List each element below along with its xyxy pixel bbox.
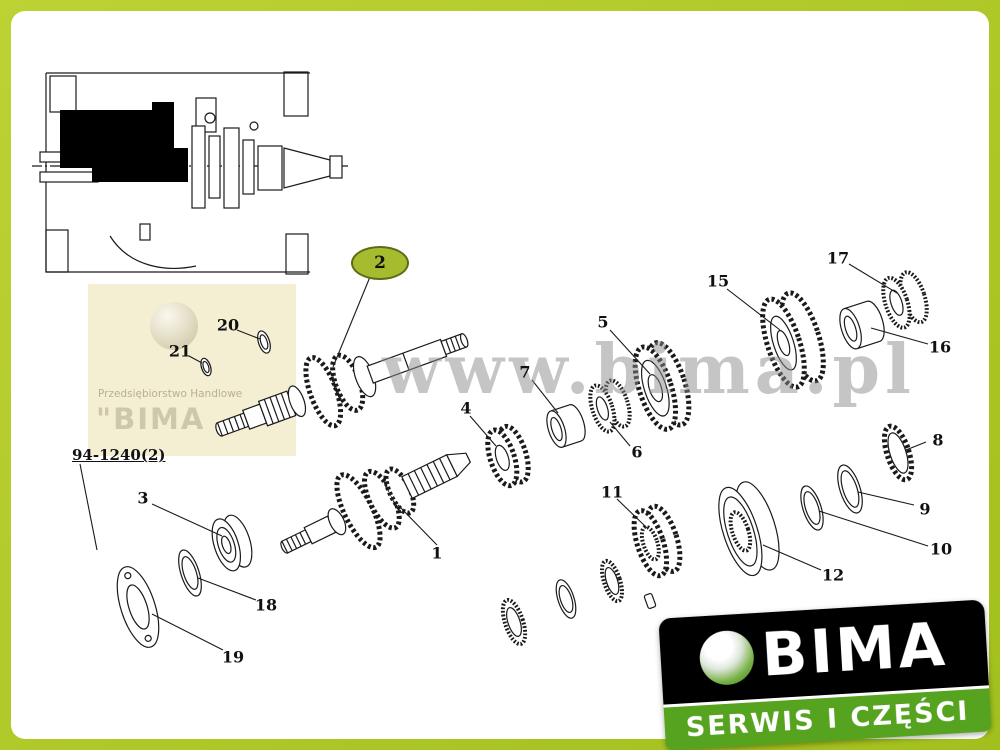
- part-label-8: 8: [932, 430, 944, 450]
- exploded-parts: [116, 270, 929, 648]
- cross-section-drawing: [32, 71, 350, 275]
- ring-lower-a: [599, 558, 625, 604]
- ring-lower-b: [555, 579, 577, 619]
- main-shaft-part1: [280, 452, 472, 554]
- ring-part10: [800, 485, 824, 531]
- exploded-parts-diagram: [32, 71, 929, 651]
- plate-part19: [116, 566, 160, 648]
- leader-lines: [79, 263, 929, 651]
- page-background: Przedsiębiorstwo Handlowe "BIMA: [11, 11, 989, 739]
- part-label-12: 12: [821, 565, 845, 585]
- part-label-4: 4: [460, 398, 472, 418]
- ring-part9: [837, 464, 863, 514]
- part-label-9: 9: [919, 499, 931, 519]
- figure-reference-label: 94-1240(2): [72, 446, 166, 464]
- part-label-16: 16: [928, 337, 952, 357]
- bima-logo: BIMA SERWIS I CZĘŚCI: [658, 599, 992, 750]
- part-label-10: 10: [929, 539, 953, 559]
- ring-part20: [257, 330, 271, 354]
- bima-logo-ball-icon: [698, 629, 756, 687]
- company-watermark-box: Przedsiębiorstwo Handlowe "BIMA: [88, 284, 296, 456]
- part-label-11: 11: [600, 482, 624, 502]
- part-label-7: 7: [519, 362, 531, 382]
- part-label-21: 21: [168, 341, 192, 361]
- hub-part17: [881, 270, 929, 330]
- ring-part21: [200, 357, 212, 377]
- part-label-17: 17: [826, 248, 850, 268]
- part-label-2: 2: [351, 246, 409, 280]
- bushing-part16: [839, 300, 885, 350]
- ring-part8: [881, 423, 915, 483]
- part-label-20: 20: [216, 315, 240, 335]
- company-watermark-line: Przedsiębiorstwo Handlowe: [98, 388, 243, 400]
- bearing-part3: [211, 514, 253, 572]
- ring-lower-c: [500, 597, 528, 647]
- part-label-6: 6: [631, 442, 643, 462]
- gear-part5: [632, 340, 692, 432]
- pin-part: [643, 593, 657, 609]
- gear-part11: [631, 503, 683, 579]
- part-label-19: 19: [221, 647, 245, 667]
- part-label-15: 15: [706, 271, 730, 291]
- bushing-part7: [546, 404, 586, 448]
- synchro-part12: [718, 481, 780, 577]
- bima-logo-text: BIMA: [759, 609, 950, 691]
- part-label-1: 1: [431, 543, 443, 563]
- part-label-5: 5: [597, 312, 609, 332]
- ring-part18: [178, 549, 202, 597]
- company-watermark-name: "BIMA: [96, 402, 206, 436]
- part-label-3: 3: [137, 488, 149, 508]
- part-label-18: 18: [254, 595, 278, 615]
- company-watermark-ball-icon: [150, 302, 198, 350]
